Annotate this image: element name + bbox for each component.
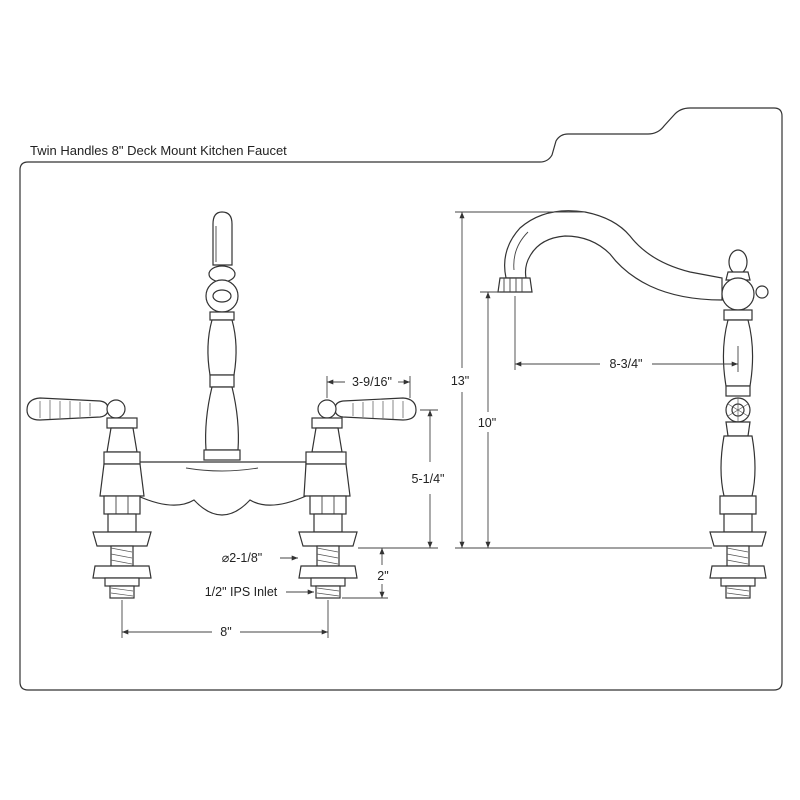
dim-handle-offset: 3-9/16" xyxy=(326,375,411,398)
dim-inlet-label: 1/2" IPS Inlet xyxy=(205,585,278,599)
dim-handle-offset-label: 3-9/16" xyxy=(352,375,392,389)
drawing-title: Twin Handles 8" Deck Mount Kitchen Fauce… xyxy=(30,143,287,158)
front-left-handle xyxy=(26,397,145,497)
dim-overall-height-label: 13" xyxy=(451,374,469,388)
front-view-faucet xyxy=(137,211,307,516)
dim-overall-height: 13" xyxy=(451,211,712,549)
dim-inlet: 1/2" IPS Inlet xyxy=(205,585,314,599)
dim-spout-height-label: 10" xyxy=(478,416,496,430)
dim-spout-height: 10" xyxy=(478,291,500,548)
dim-spout-reach-label: 8-3/4" xyxy=(610,357,643,371)
dim-base-diameter-label: ⌀2-1/8" xyxy=(222,551,262,565)
dim-spread: 8" xyxy=(121,600,329,639)
diameter-icon: ⌀ xyxy=(222,551,230,565)
drawing-frame xyxy=(19,107,783,691)
dim-handle-height-label: 5-1/4" xyxy=(412,472,445,486)
front-right-base xyxy=(298,495,358,599)
dim-spread-label: 8" xyxy=(220,625,231,639)
front-left-base xyxy=(92,495,152,599)
dim-base-diameter: ⌀2-1/8" xyxy=(222,551,298,565)
dim-inlet-length: 2" xyxy=(342,548,389,599)
dim-inlet-length-label: 2" xyxy=(377,569,388,583)
side-view-faucet xyxy=(497,210,769,599)
dim-handle-height: 5-1/4" xyxy=(358,409,445,549)
front-right-handle xyxy=(303,397,417,497)
dim-spout-reach: 8-3/4" xyxy=(514,296,739,372)
